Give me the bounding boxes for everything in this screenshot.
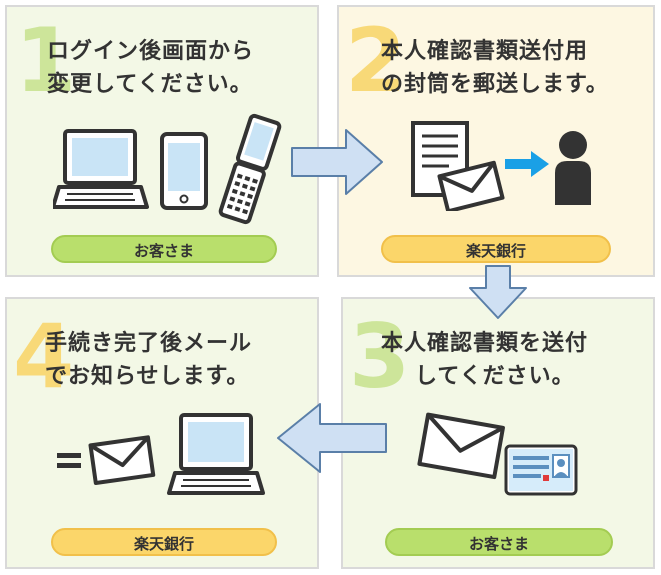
step-4-text-line2: でお知らせします。 — [45, 364, 250, 389]
id-card-icon — [504, 444, 578, 496]
step-1-actor-pill: お客さま — [51, 235, 277, 263]
send-arrow-icon — [505, 151, 549, 177]
step-4-text-line1: 手続き完了後メール — [45, 331, 253, 356]
step-1-text-line1: ログイン後画面から — [47, 39, 255, 64]
step-3-panel: 3 本人確認書類を送付 してください。 お客さま — [341, 297, 655, 569]
step-3-number: 3 — [349, 305, 411, 408]
step-2-actor-pill: 楽天銀行 — [381, 235, 611, 263]
step-2-panel: 2 本人確認書類送付用 の封筒を郵送します。 楽天銀行 — [337, 5, 655, 277]
step-4-panel: 4 手続き完了後メール でお知らせします。 楽天銀行 — [5, 297, 319, 569]
email-icon — [57, 435, 156, 486]
step-3-text-line1: 本人確認書類を送付 — [381, 331, 589, 356]
step-1-text-line2: 変更してください。 — [47, 72, 253, 97]
step-2-text-line1: 本人確認書類送付用 — [381, 39, 589, 64]
mobile-phone-icon — [218, 113, 282, 225]
laptop-icon — [53, 129, 149, 209]
step-3-actor-pill: お客さま — [385, 528, 613, 556]
flow-arrow-right — [291, 129, 383, 195]
flow-arrow-down — [469, 265, 527, 319]
step-1-number: 1 — [15, 9, 77, 112]
step-2-number: 2 — [345, 9, 407, 112]
tablet-icon — [160, 132, 208, 210]
step-1-panel: 1 ログイン後画面から 変更してください。 お客さま — [5, 5, 319, 277]
document-with-envelope-icon — [411, 121, 505, 211]
step-2-text-line2: の封筒を郵送します。 — [381, 72, 609, 97]
laptop-icon — [167, 413, 265, 495]
person-icon — [555, 131, 591, 205]
envelope-icon — [417, 412, 505, 480]
flow-arrow-left — [277, 403, 387, 473]
step-3-text-line2: してください。 — [415, 364, 575, 389]
step-4-number: 4 — [13, 305, 75, 408]
step-4-actor-pill: 楽天銀行 — [51, 528, 277, 556]
